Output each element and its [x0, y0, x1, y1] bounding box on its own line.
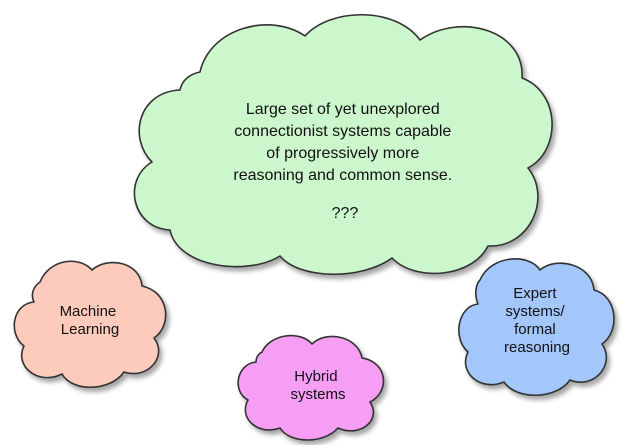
main-cloud-line-2: connectionist systems capable	[234, 123, 451, 140]
machine-learning-line-1: Machine	[60, 303, 117, 320]
main-cloud: Large set of yet unexplored connectionis…	[133, 14, 553, 276]
main-cloud-shape	[133, 14, 553, 276]
machine-learning-cloud: Machine Learning	[13, 260, 167, 389]
main-cloud-question: ???	[332, 205, 359, 222]
expert-systems-line-2: systems/	[505, 303, 565, 320]
machine-learning-cloud-shape	[13, 260, 167, 389]
machine-learning-line-2: Learning	[61, 321, 119, 338]
expert-systems-line-4: reasoning	[504, 339, 570, 356]
svg-text:Machine Learning: Machine Learning	[60, 303, 121, 338]
svg-text:Expert systems/ fo: Expert systems/ formal reasoning	[504, 285, 570, 356]
hybrid-systems-cloud-shape	[237, 334, 385, 441]
expert-systems-line-3: formal	[514, 321, 556, 338]
svg-text:Large set of yet unexplored: Large set of yet unexplored connectionis…	[233, 101, 456, 222]
main-cloud-line-3: of progressively more	[266, 145, 419, 162]
main-cloud-line-1: Large set of yet unexplored	[246, 101, 440, 118]
hybrid-systems-line-1: Hybrid	[294, 368, 337, 385]
expert-systems-cloud: Expert systems/ formal reasoning	[458, 258, 615, 397]
svg-text:Hybrid systems: Hybrid systems	[290, 368, 345, 403]
expert-systems-line-1: Expert	[513, 285, 557, 302]
expert-systems-cloud-shape	[458, 258, 615, 397]
hybrid-systems-cloud: Hybrid systems	[237, 334, 385, 441]
main-cloud-line-4: reasoning and common sense.	[233, 167, 452, 184]
hybrid-systems-line-2: systems	[290, 386, 345, 403]
